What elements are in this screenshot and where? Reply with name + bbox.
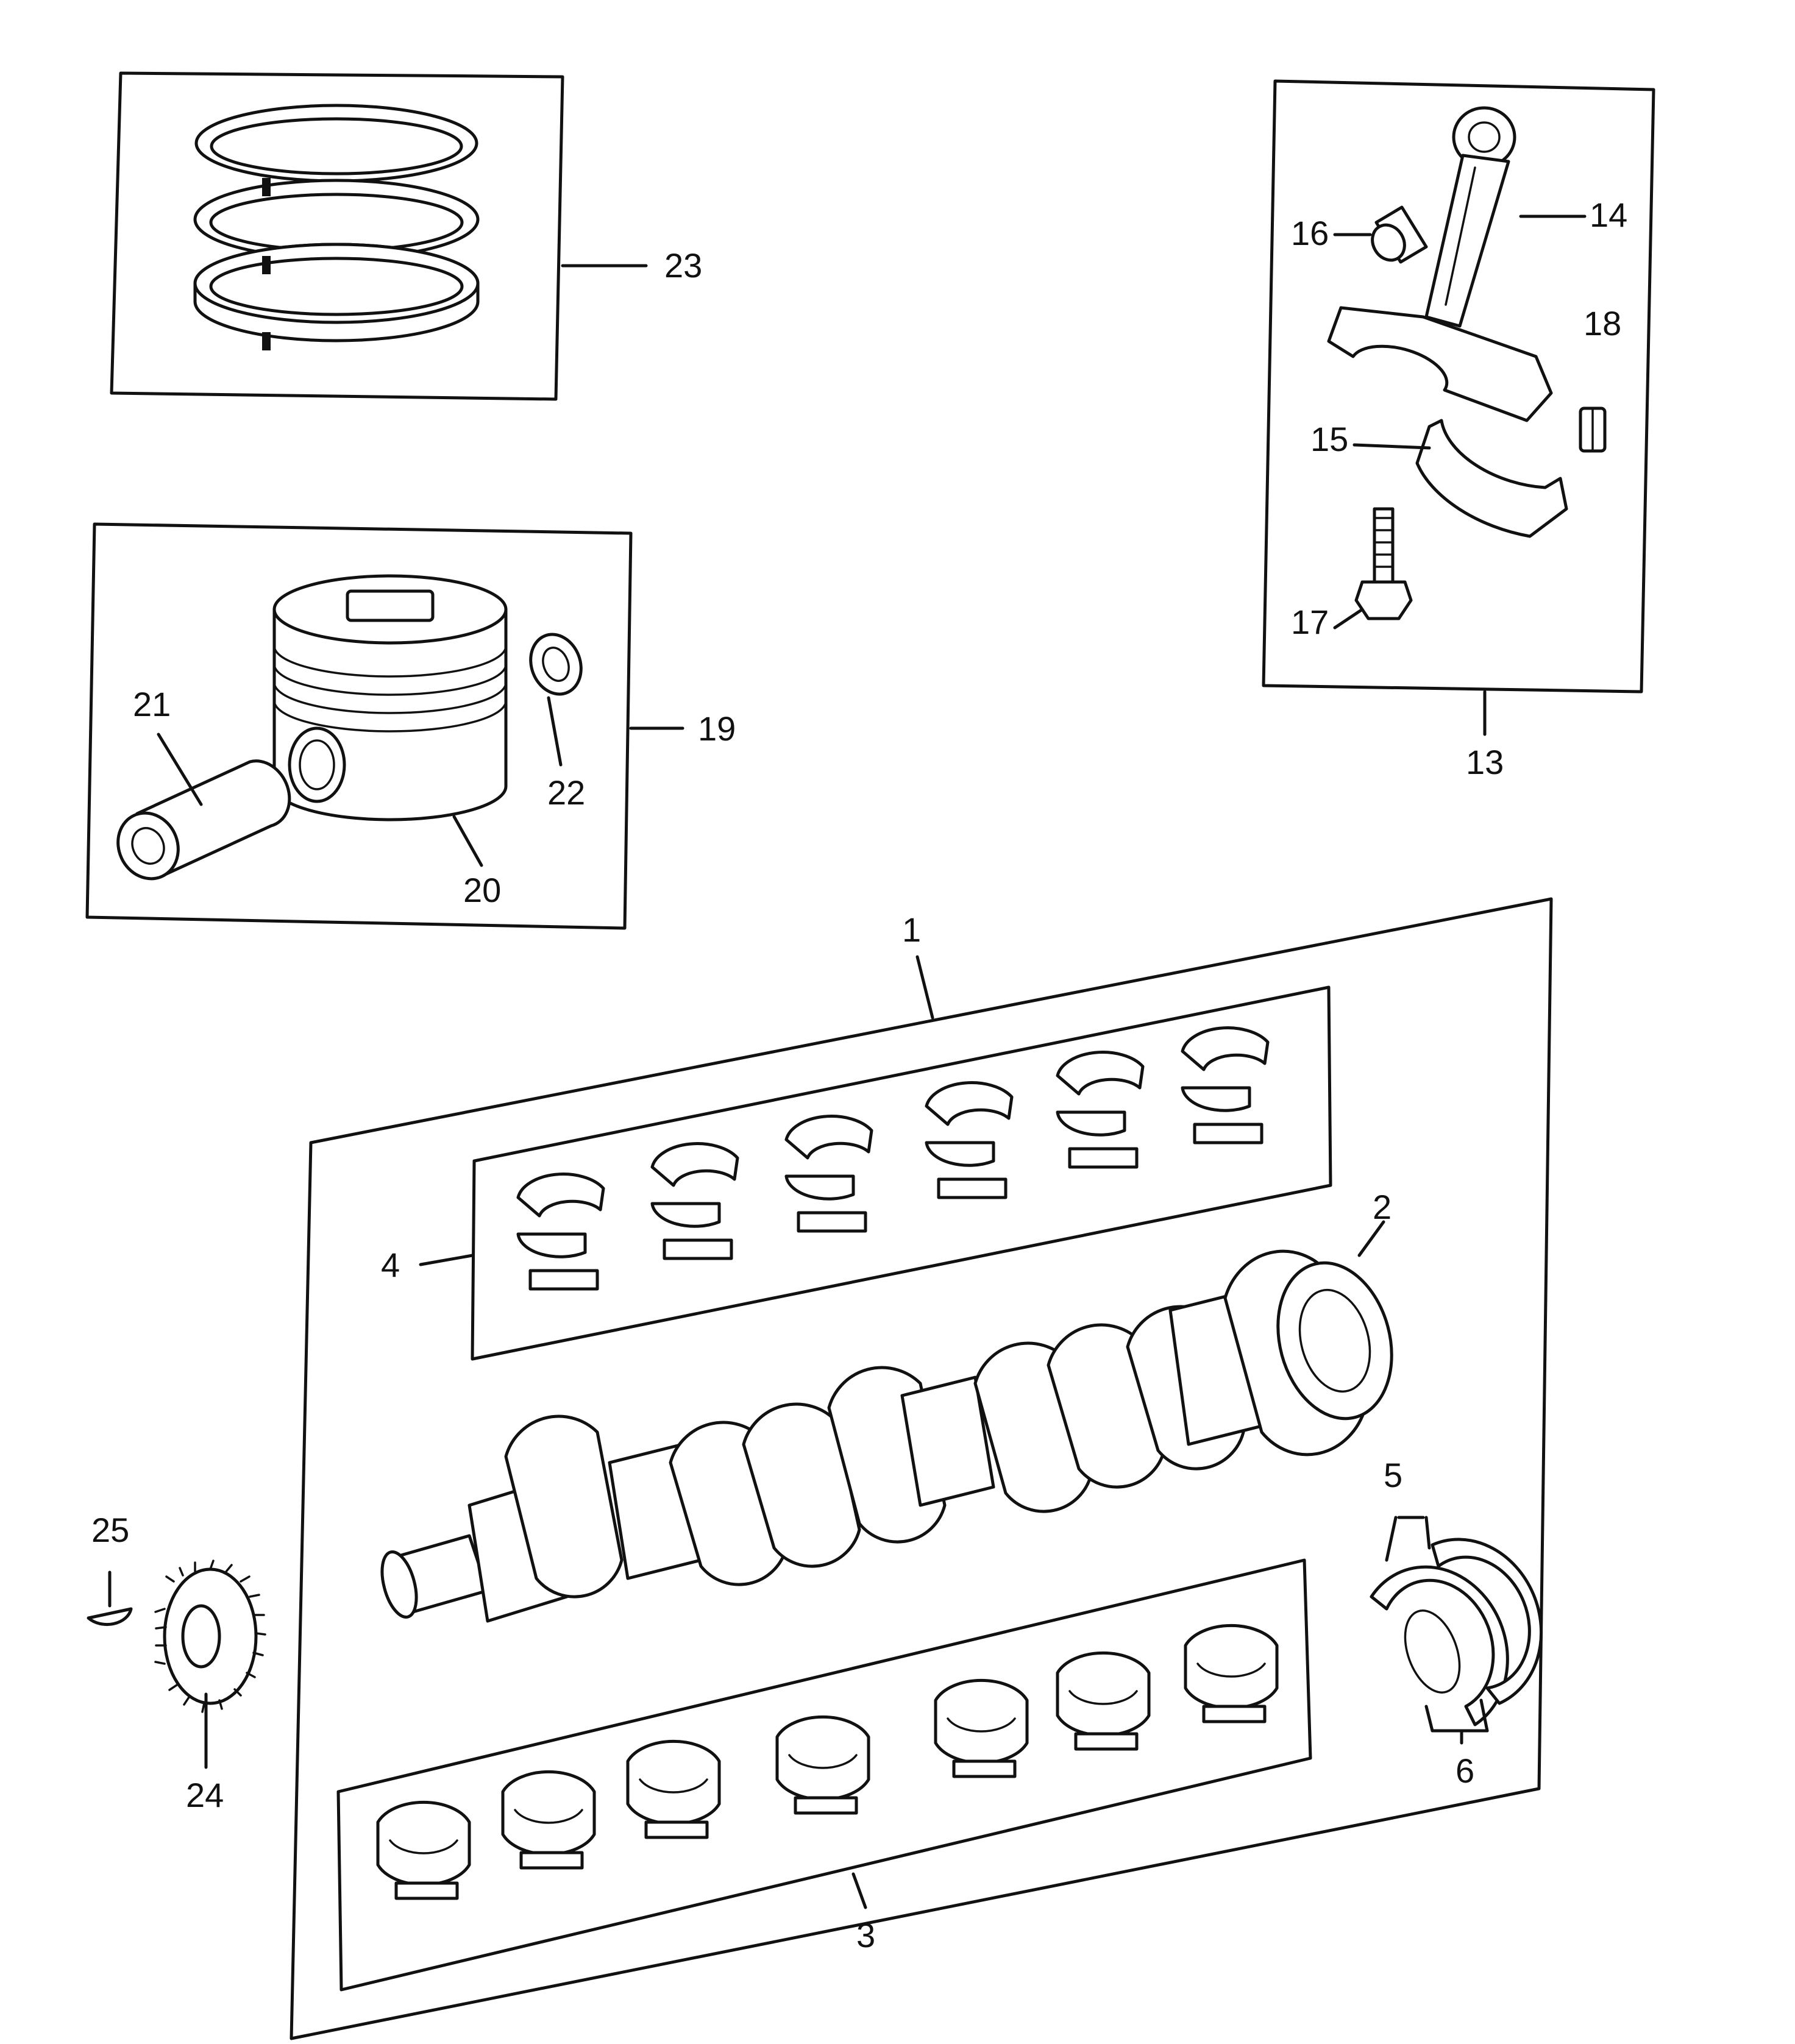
leader-21 xyxy=(157,733,203,806)
leader-22 xyxy=(547,696,563,767)
leader-5a xyxy=(1385,1516,1398,1562)
leader-5b xyxy=(1424,1516,1431,1550)
connecting-rod-set-frame xyxy=(1262,79,1655,694)
rod-bolt-illustration xyxy=(1354,507,1413,620)
leader-20 xyxy=(452,815,483,867)
rod-cap-illustration xyxy=(1415,419,1568,538)
leader-6b xyxy=(1479,1698,1489,1733)
callout-20: 20 xyxy=(463,871,501,909)
leader-1 xyxy=(915,955,934,1020)
callout-22: 22 xyxy=(547,773,585,812)
callout-5: 5 xyxy=(1384,1456,1402,1494)
callout-3: 3 xyxy=(856,1916,875,1954)
callout-6: 6 xyxy=(1456,1751,1474,1790)
connecting-rod-illustration xyxy=(1327,106,1553,422)
crankshaft-set-frame xyxy=(290,897,1553,2040)
circlip-illustration xyxy=(529,633,583,696)
piston-pin-illustration xyxy=(116,759,291,881)
upper-main-bearings-frame xyxy=(471,985,1332,1361)
leader-15 xyxy=(1352,443,1431,450)
rod-nut-illustration xyxy=(1579,406,1607,453)
piston-set-group: 19 21 20 22 xyxy=(85,522,736,930)
small-end-bush-illustration xyxy=(1371,205,1428,264)
callout-21: 21 xyxy=(133,685,171,723)
leader-6a xyxy=(1424,1705,1434,1733)
callout-15: 15 xyxy=(1310,420,1348,458)
callout-4: 4 xyxy=(381,1246,400,1284)
crankshaft-illustration xyxy=(380,1249,1393,1623)
callout-24: 24 xyxy=(186,1776,224,1814)
piston-ring-set-frame xyxy=(110,71,564,401)
callout-18: 18 xyxy=(1584,304,1621,342)
callout-16: 16 xyxy=(1291,214,1329,252)
callout-25: 25 xyxy=(91,1511,129,1549)
callout-17: 17 xyxy=(1291,603,1329,641)
piston-rings-illustration xyxy=(193,104,480,350)
callout-13: 13 xyxy=(1466,743,1504,781)
crankshaft-set-group: 1 xyxy=(290,897,1553,2040)
thrust-washers-illustration xyxy=(1370,1538,1543,1726)
leader-17 xyxy=(1333,608,1364,630)
lower-main-bearings-frame xyxy=(336,1558,1312,1992)
leader-2 xyxy=(1357,1220,1385,1257)
piston-ring-set-group: 23 xyxy=(110,71,702,401)
piston-set-frame xyxy=(85,522,633,930)
connecting-rod-set-group: 14 16 18 15 17 13 xyxy=(1262,79,1655,781)
crank-gear-illustration xyxy=(154,1560,266,1713)
leader-4 xyxy=(419,1254,474,1266)
upper-main-bearings-illustration xyxy=(516,1026,1270,1291)
callout-2: 2 xyxy=(1373,1188,1392,1226)
woodruff-key-illustration xyxy=(87,1607,133,1627)
leader-3 xyxy=(851,1872,867,1909)
lower-main-bearings-illustration xyxy=(376,1623,1279,1900)
callout-23: 23 xyxy=(664,246,702,285)
callout-19: 19 xyxy=(698,709,736,748)
piston-illustration xyxy=(272,574,508,822)
callout-14: 14 xyxy=(1590,196,1627,234)
callout-1: 1 xyxy=(902,910,921,949)
crank-gear-group: 24 25 xyxy=(87,1511,266,1814)
